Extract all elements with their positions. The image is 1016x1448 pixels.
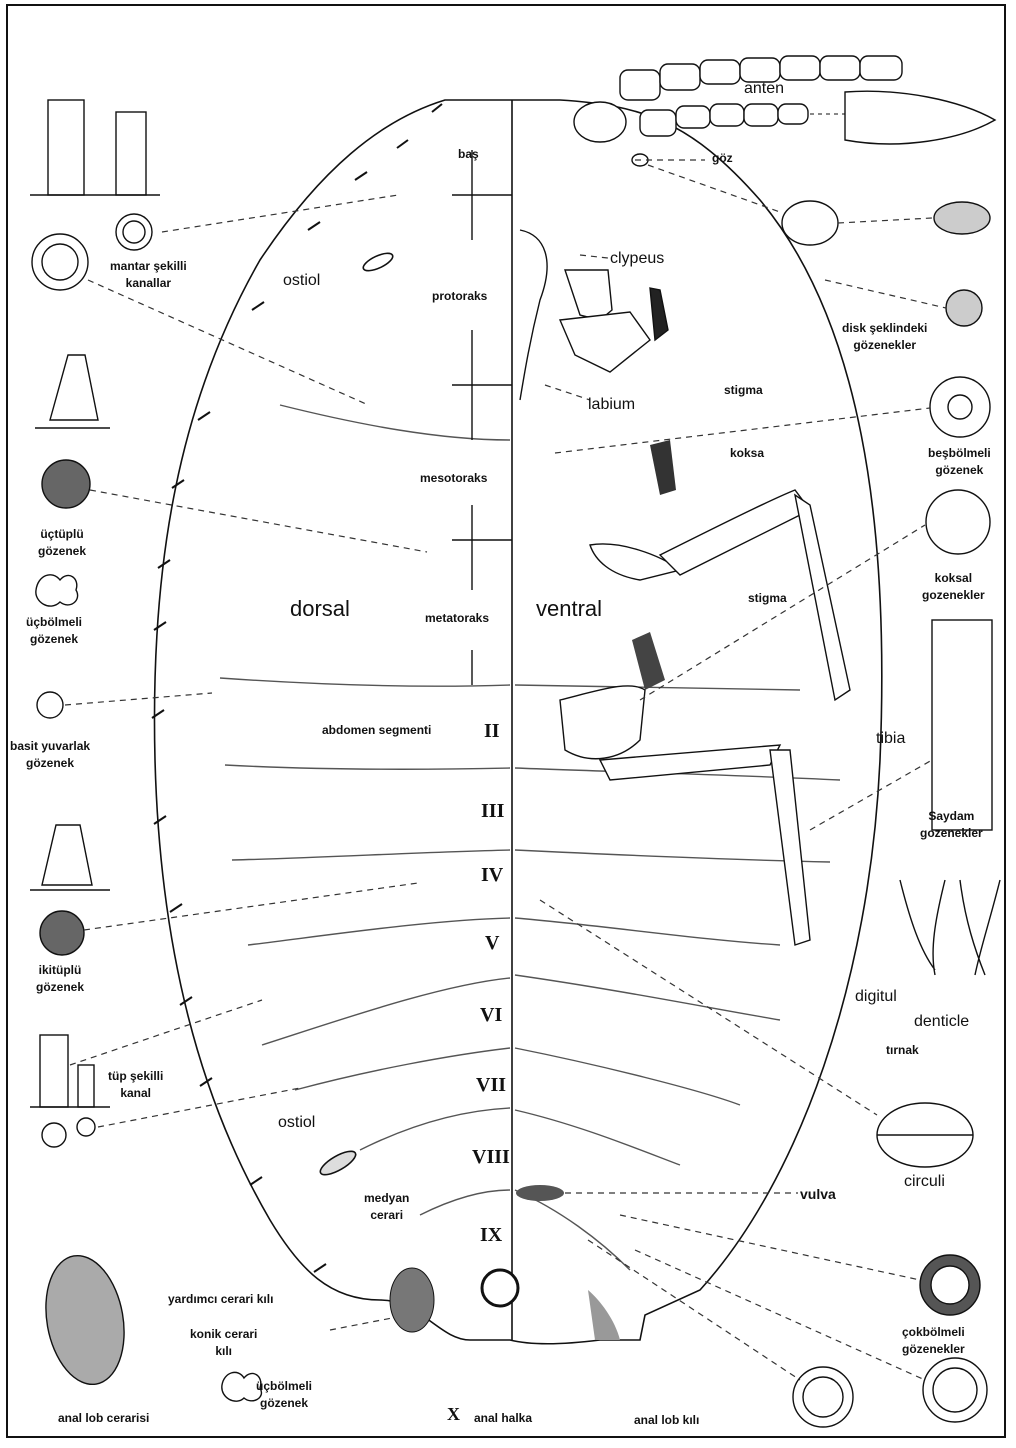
mushroom-duct-large (48, 100, 84, 195)
label-metatoraks: metatoraks (425, 610, 489, 627)
label-protoraks: protoraks (432, 288, 487, 305)
label-ventral: ventral (536, 597, 602, 621)
simple-round-pore (37, 692, 63, 718)
segment-viii: VIII (472, 1146, 510, 1169)
label-anal-halka: anal halka (474, 1410, 532, 1427)
ostiol-lower (317, 1147, 359, 1179)
bitubular-pore (40, 911, 84, 955)
trilocular-pore (36, 575, 78, 606)
label-yardimci-cerari-kili: yardımcı cerari kılı (168, 1291, 273, 1308)
label-anal-lob-cerarisi: anal lob cerarisi (58, 1410, 149, 1427)
tibia-detail (932, 620, 992, 830)
label-tibia: tibia (876, 730, 905, 748)
segment-vi: VI (480, 1004, 502, 1027)
anal-ring (482, 1270, 518, 1306)
segment-ix: IX (480, 1224, 502, 1247)
koksa-shade (650, 440, 676, 495)
label-clypeus: clypeus (610, 250, 664, 268)
label-digitul: digitul (855, 988, 897, 1006)
segment-iv: IV (481, 864, 503, 887)
disc-pore-round (946, 290, 982, 326)
segment-v: V (485, 932, 499, 955)
label-koksa: koksa (730, 445, 764, 462)
label-x-mark: X (447, 1404, 460, 1425)
ostiol-upper (361, 250, 395, 274)
label-stigma-mid: stigma (748, 590, 787, 607)
label-tirnak: tırnak (886, 1042, 919, 1059)
label-ostiol-bottom: ostiol (278, 1114, 315, 1132)
segment-vii: VII (476, 1074, 506, 1097)
label-mesotoraks: mesotoraks (420, 470, 487, 487)
tube-duct-large (40, 1035, 68, 1107)
label-goz: göz (712, 150, 733, 167)
body-outline (154, 100, 881, 1344)
trilocular-duct (50, 355, 98, 420)
segment-iii: III (481, 800, 504, 823)
vulva (516, 1185, 564, 1201)
label-denticle: denticle (914, 1013, 969, 1031)
antenna (574, 56, 995, 144)
label-vulva: vulva (800, 1186, 836, 1203)
label-anten: anten (744, 80, 784, 98)
legs (560, 490, 850, 945)
anal-lobe-cerarius-detail (36, 1249, 133, 1390)
bitubular-duct (42, 825, 92, 885)
coxal-pores (926, 490, 990, 554)
triple-tube-pore (42, 460, 90, 508)
anal-lobe-cerarius (390, 1268, 434, 1332)
label-anal-lob-kili: anal lob kılı (634, 1412, 699, 1429)
label-abdomen-segmenti: abdomen segmenti (322, 722, 431, 739)
mushroom-duct-small (116, 112, 146, 195)
label-dorsal: dorsal (290, 597, 350, 621)
thorax-crosses (452, 150, 512, 685)
label-bas: baş (458, 146, 479, 163)
disc-pore-oval (934, 202, 990, 234)
label-labium: labium (588, 396, 635, 414)
label-circuli: circuli (904, 1173, 945, 1191)
label-stigma-top: stigma (724, 382, 763, 399)
label-ostiol-top: ostiol (283, 272, 320, 290)
segment-ii: II (484, 720, 500, 743)
tube-duct-small (78, 1065, 94, 1107)
